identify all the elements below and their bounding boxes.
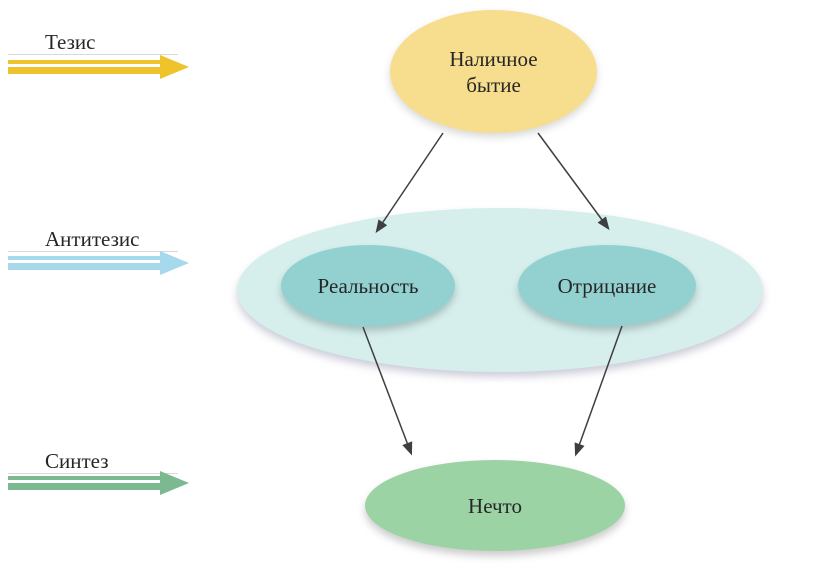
- legend-underline-synthesis: [8, 473, 178, 474]
- node-something: Нечто: [365, 460, 625, 551]
- node-reality-label: Реальность: [317, 273, 419, 298]
- legend-label-thesis: Тезис: [45, 30, 96, 54]
- node-negation: Отрицание: [518, 245, 696, 326]
- legend-underline-antithesis: [8, 251, 178, 252]
- node-negation-label: Отрицание: [557, 273, 657, 298]
- legend-underline-thesis: [8, 54, 178, 55]
- node-present-being-label: Наличное бытие: [449, 46, 538, 97]
- thesis-arrow-icon: [8, 55, 189, 79]
- node-something-label: Нечто: [468, 493, 522, 518]
- legend-label-antithesis: Антитезис: [45, 227, 140, 251]
- node-reality: Реальность: [281, 245, 455, 326]
- node-present-being: Наличное бытие: [390, 10, 597, 133]
- synthesis-arrow-icon: [8, 471, 189, 495]
- legend-label-synthesis: Синтез: [45, 449, 109, 473]
- antithesis-arrow-icon: [8, 251, 189, 275]
